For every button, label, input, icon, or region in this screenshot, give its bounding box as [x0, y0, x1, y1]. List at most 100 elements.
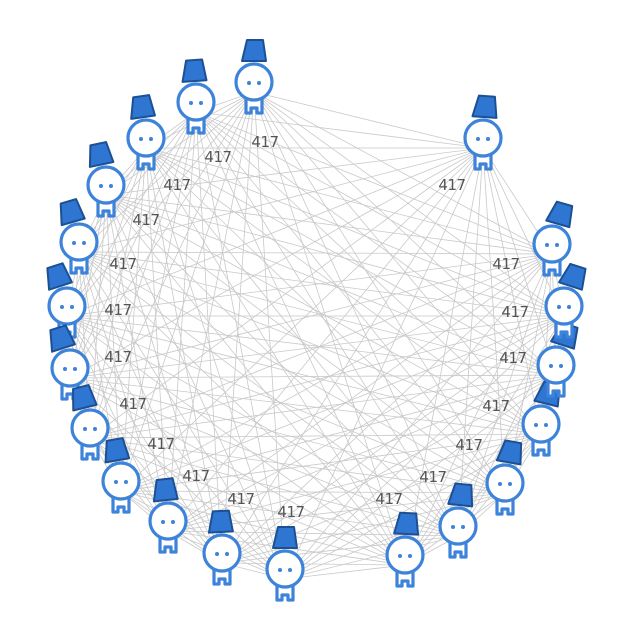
- figure-eye: [476, 137, 480, 141]
- figure-legs: [212, 568, 232, 586]
- figure-eye: [139, 137, 143, 141]
- edge-line: [167, 253, 553, 532]
- edge-line: [404, 253, 553, 566]
- figure-eye: [124, 480, 128, 484]
- edge-line: [253, 91, 484, 149]
- hat-icon: [207, 509, 234, 534]
- hat-icon: [130, 94, 156, 120]
- edge-line: [89, 437, 506, 494]
- person-with-hat-icon: [126, 94, 166, 171]
- edge-line: [253, 91, 565, 317]
- edge-line: [195, 111, 506, 494]
- figure-eye: [171, 520, 175, 524]
- node-label: 417: [499, 349, 526, 367]
- figure-eye: [161, 520, 165, 524]
- node-label: 417: [501, 303, 528, 321]
- edge-line: [145, 147, 506, 494]
- hat-icon: [545, 200, 574, 229]
- edge-line: [221, 91, 255, 564]
- edge-line: [78, 251, 506, 494]
- edge-line: [221, 147, 484, 564]
- edge-line: [120, 147, 484, 492]
- edge-line: [78, 251, 553, 255]
- edge-line: [69, 377, 506, 494]
- edge-line: [221, 535, 459, 564]
- node-label: 417: [482, 397, 509, 415]
- figure-eye: [451, 525, 455, 529]
- person-with-hat-icon: [438, 482, 478, 559]
- figure-eye: [82, 241, 86, 245]
- figure-head: [536, 345, 576, 385]
- edge-line: [105, 194, 506, 494]
- hat-icon: [46, 262, 73, 291]
- edge-line: [482, 147, 557, 376]
- person-with-hat-icon: [70, 384, 110, 461]
- edge-line: [540, 253, 553, 435]
- label-layer: 4174174174174174174174174174174174174174…: [104, 133, 529, 521]
- figure-legs: [158, 536, 178, 554]
- edge-line: [457, 147, 484, 537]
- node-label: 417: [104, 348, 131, 366]
- figure-eye: [99, 184, 103, 188]
- hat-icon: [241, 39, 267, 62]
- figure-eye: [567, 305, 571, 309]
- figure-eye: [557, 305, 561, 309]
- edge-line: [120, 253, 553, 492]
- figure-eye: [498, 482, 502, 486]
- edge-line: [482, 147, 506, 494]
- edge-line: [89, 433, 542, 439]
- figure-eye: [545, 243, 549, 247]
- figure-eye: [408, 554, 412, 558]
- figure-legs: [531, 439, 551, 457]
- hat-icon: [59, 198, 86, 227]
- node-label: 417: [109, 255, 136, 273]
- figure-eye: [247, 81, 251, 85]
- edge-line: [69, 194, 107, 379]
- edge-line: [195, 111, 553, 255]
- figure-head: [485, 463, 525, 503]
- figure-eye: [109, 184, 113, 188]
- edge-line: [195, 111, 542, 435]
- figure-eye: [461, 525, 465, 529]
- figure-head: [234, 62, 274, 102]
- edge-line: [167, 147, 484, 532]
- edge-line: [120, 147, 147, 492]
- person-with-hat-icon: [463, 94, 503, 171]
- edge-line: [120, 374, 557, 492]
- figure-legs: [554, 321, 574, 339]
- person-with-hat-icon: [544, 262, 587, 339]
- edge-line: [78, 251, 557, 376]
- edge-line: [195, 111, 406, 566]
- figure-head: [544, 286, 584, 326]
- figure-legs: [448, 541, 468, 559]
- edge-line: [404, 374, 557, 566]
- figure-eye: [225, 552, 229, 556]
- node-label: 417: [132, 211, 159, 229]
- figure-head: [521, 404, 561, 444]
- edge-line: [69, 374, 557, 379]
- edge-line: [195, 111, 484, 149]
- edge-line: [69, 315, 565, 379]
- figure-legs: [275, 584, 295, 602]
- edge-line: [404, 147, 484, 566]
- edge-line: [195, 111, 557, 376]
- figure-eye: [189, 101, 193, 105]
- person-with-hat-icon: [148, 477, 188, 554]
- edge-line: [253, 91, 557, 376]
- figure-eye: [70, 305, 74, 309]
- person-with-hat-icon: [265, 526, 305, 602]
- figure-head: [126, 118, 166, 158]
- edge-line: [284, 147, 484, 580]
- hat-icon: [88, 141, 115, 168]
- edge-line: [78, 91, 255, 253]
- figure-eye: [72, 241, 76, 245]
- hat-icon: [495, 439, 523, 466]
- edge-line: [69, 377, 286, 580]
- edge-line: [66, 315, 223, 564]
- person-with-hat-icon: [86, 141, 126, 218]
- edge-line: [105, 194, 286, 580]
- figure-eye: [73, 367, 77, 371]
- person-with-hat-icon: [49, 324, 90, 401]
- figure-legs: [542, 259, 562, 277]
